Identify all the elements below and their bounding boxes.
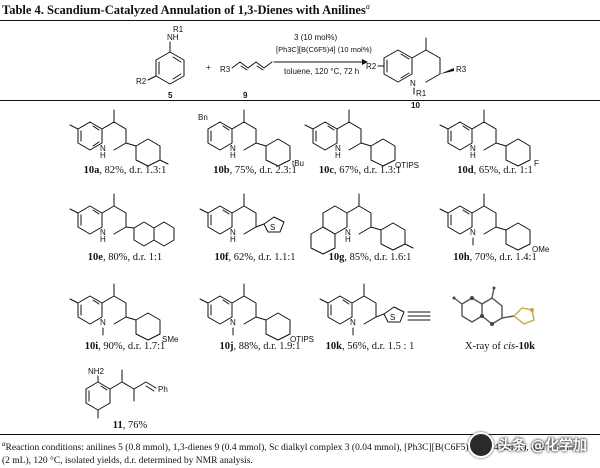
svg-text:N: N [230, 144, 236, 153]
product-n: N [410, 79, 416, 88]
svg-text:N: N [345, 228, 351, 237]
ph-label: Ph [158, 385, 168, 394]
svg-text:N: N [230, 318, 236, 327]
r1-label: R1 [173, 25, 184, 34]
svg-text:H: H [230, 235, 236, 244]
thiophene-s: S [390, 313, 395, 322]
conditions-activator: [Ph3C][B(C6F5)4] (10 mol%) [276, 45, 372, 54]
table-title: Table 4. Scandium-Catalyzed Annulation o… [2, 2, 370, 18]
product-r3: R3 [456, 65, 467, 74]
svg-text:N: N [100, 228, 106, 237]
compound-number-5: 5 [168, 91, 173, 100]
product-r2: R2 [366, 62, 377, 71]
caption-10i: 10i, 90%, d.r. 1.7:1 [84, 341, 166, 352]
svg-text:N: N [470, 144, 476, 153]
plus-sign: + [206, 63, 211, 72]
bottom-rule [0, 434, 600, 435]
xray-caption: X-ray of cis-10k [465, 341, 535, 352]
svg-text:N: N [230, 228, 236, 237]
compound-number-10: 10 [411, 101, 420, 110]
compound-number-9: 9 [243, 91, 248, 100]
footnote: aReaction conditions: anilines 5 (0.8 mm… [2, 440, 576, 467]
caption-10h: 10h, 70%, d.r. 1.4:1 [453, 252, 537, 263]
aniline-structure: NH R1 R2 5 [136, 25, 185, 100]
structure-10d: N H F [439, 109, 539, 168]
otips-label: OTIPS [395, 161, 419, 170]
thiophene-s: S [270, 223, 275, 232]
sme-label: SMe [162, 335, 179, 344]
svg-text:H: H [345, 235, 351, 244]
caption-10j: 10j, 88%, d.r. 1.9:1 [219, 341, 301, 352]
ome-label: OMe [532, 245, 550, 254]
structure-10c: N H OTIPS [304, 109, 419, 170]
structure-10i: N SMe [69, 283, 179, 344]
conditions-solvent: toluene, 120 °C, 72 h [284, 67, 359, 76]
watermark: 头条 @化学加 [468, 430, 596, 460]
watermark-logo-icon [468, 432, 494, 458]
product-r1: R1 [416, 89, 427, 98]
svg-text:H: H [335, 151, 341, 160]
structure-10k: S N [319, 283, 405, 336]
caption-10d: 10d, 65%, d.r. 1:1 [457, 165, 533, 176]
caption-11: 11, 76% [112, 420, 148, 431]
structure-10b: Bn N H tBu [198, 109, 304, 168]
structure-10g: N H [310, 193, 414, 255]
nh2-label: NH2 [88, 367, 105, 376]
product-structure: R3 N R1 R2 10 [366, 37, 467, 110]
caption-10b: 10b, 75%, d.r. 2.3:1 [213, 165, 297, 176]
nh-label: NH [167, 33, 179, 42]
caption-10c: 10c, 67%, d.r. 1.3:1 [318, 165, 402, 176]
otips-label: OTIPS [290, 335, 314, 344]
diene-structure: R3 9 [220, 61, 273, 100]
bn-label: Bn [198, 113, 208, 122]
r2-label: R2 [136, 77, 147, 86]
svg-text:H: H [470, 151, 476, 160]
structure-10e: N H [69, 193, 175, 247]
svg-text:N: N [350, 318, 356, 327]
svg-text:N: N [100, 318, 106, 327]
svg-text:N: N [100, 144, 106, 153]
svg-text:N: N [470, 228, 476, 237]
conditions-catalyst: 3 (10 mol%) [294, 33, 337, 42]
svg-text:H: H [230, 151, 236, 160]
xray-image [452, 286, 535, 326]
caption-10a: 10a, 82%, d.r. 1.3:1 [83, 165, 167, 176]
reaction-scheme: NH R1 R2 5 + R3 9 3 (10 mol%) [Ph3C][B(C… [136, 25, 467, 110]
svg-text:H: H [100, 235, 106, 244]
svg-text:N: N [335, 144, 341, 153]
r3-label: R3 [220, 65, 231, 74]
structure-10j: N OTIPS [199, 283, 314, 344]
tbu-label: tBu [292, 159, 304, 168]
structure-10a: H N [69, 109, 169, 167]
scheme-rule [0, 100, 600, 101]
structure-10f: S N H [199, 193, 285, 244]
fluoro-label: F [534, 159, 539, 168]
caption-10e: 10e, 80%, d.r. 1:1 [87, 252, 163, 263]
caption-10f: 10f, 62%, d.r. 1.1:1 [214, 252, 296, 263]
caption-10k: 10k, 56%, d.r. 1.5 : 1 [325, 341, 415, 352]
top-rule [0, 20, 600, 21]
reaction-arrow: 3 (10 mol%) [Ph3C][B(C6F5)4] (10 mol%) t… [273, 33, 372, 76]
caption-10g: 10g, 85%, d.r. 1.6:1 [328, 252, 412, 263]
structure-11: NH2 Ph [85, 367, 168, 419]
structure-10h: N OMe [439, 193, 550, 254]
nh-label: H [100, 151, 106, 160]
equivalent-icon [407, 311, 431, 321]
